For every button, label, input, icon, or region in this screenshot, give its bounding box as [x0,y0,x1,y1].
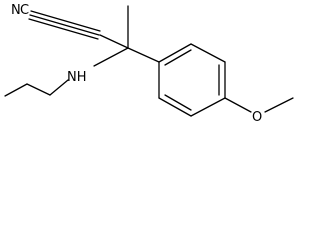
bond-quaternary-to-ring [127,47,160,63]
bond-oxygen-to-methyl [264,97,294,113]
bond-ring-to-oxygen [224,97,252,113]
bond-cn-to-quaternary [99,34,129,49]
nitrile-triple-bond [28,10,101,40]
amine-label: NH [67,70,87,85]
bond-quaternary-to-amine [93,47,129,67]
nitrile-c-label: C [20,3,29,18]
structure-canvas: N C NH O [4,3,294,125]
molecule-drawing: N C NH O [4,3,294,125]
ether-oxygen-label: O [252,110,262,125]
nitrile-n-label: N [11,3,21,18]
benzene-ring [158,43,226,117]
propyl-chain [4,79,69,97]
